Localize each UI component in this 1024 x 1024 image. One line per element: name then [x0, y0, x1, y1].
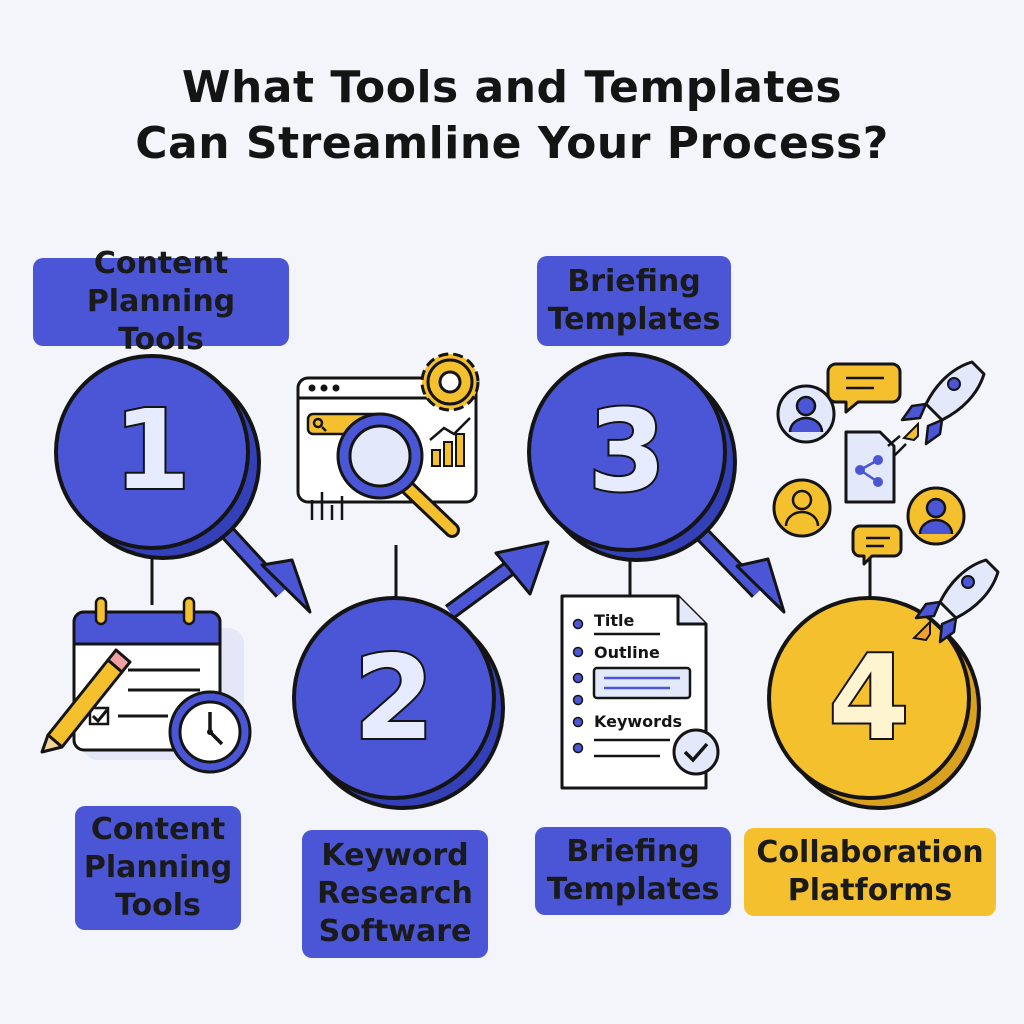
magnifier-icon: [336, 412, 460, 538]
page-title: What Tools and Templates Can Streamline …: [0, 60, 1024, 172]
top-label-briefing-line1: Briefing: [567, 264, 701, 299]
chat-bubble-icon-bottom: [851, 524, 903, 566]
user-avatar-icon-1: [776, 384, 836, 444]
rocket-icon-bottom: [911, 558, 1000, 644]
top-label-content-planning: Content Planning Tools: [33, 246, 289, 357]
check-circle-icon: [672, 728, 720, 776]
step-1-label-line1: Content: [90, 812, 226, 847]
step-4-circle: 4: [767, 596, 981, 810]
pencil-icon: [40, 648, 132, 754]
title-line-2: Can Streamline Your Process?: [135, 118, 889, 169]
step-1-label-line2: Planning: [83, 850, 233, 885]
step-3-circle: 3: [527, 352, 737, 562]
top-label-briefing-templates: Briefing Templates: [537, 256, 731, 346]
step-3-label-line2: Templates: [546, 872, 720, 907]
brief-line-title: Title: [594, 611, 635, 630]
step-2-label-line2: Research: [317, 876, 473, 911]
arrow-1-to-2: [218, 524, 312, 614]
brief-line-outline: Outline: [594, 643, 660, 662]
step-2-label-line3: Software: [318, 914, 472, 949]
user-avatar-icon-3: [906, 486, 966, 546]
chat-bubble-icon-top: [826, 362, 902, 414]
top-label-content-planning-line2: Planning Tools: [86, 284, 236, 357]
step-3-number: 3: [588, 387, 666, 517]
step-4-number: 4: [829, 631, 910, 766]
step-2-number: 2: [354, 631, 435, 766]
step-4-label: Collaboration Platforms: [744, 828, 996, 916]
gear-icon: [420, 352, 480, 412]
user-avatar-icon-2: [772, 478, 832, 538]
top-label-content-planning-line1: Content: [93, 246, 229, 281]
clock-icon: [168, 690, 252, 774]
step-4-label-line2: Platforms: [787, 873, 953, 908]
step-2-label: Keyword Research Software: [302, 830, 488, 958]
step-2-circle: 2: [292, 596, 505, 810]
step-3-label-line1: Briefing: [566, 834, 700, 869]
step-1-label-line3: Tools: [115, 888, 201, 923]
brief-document-icon: Title Outline Keywords: [560, 594, 708, 790]
bar-chart-icon: [310, 417, 471, 520]
step-2-label-line1: Keyword: [321, 838, 469, 873]
step-1-label: Content Planning Tools: [75, 806, 241, 930]
step-1-circle: 1: [54, 354, 261, 560]
top-label-briefing-line2: Templates: [547, 302, 721, 337]
shared-document-icon: [844, 430, 896, 504]
step-4-label-line1: Collaboration: [756, 835, 984, 870]
title-line-1: What Tools and Templates: [181, 62, 843, 113]
step-3-label: Briefing Templates: [535, 827, 731, 915]
brief-line-keywords: Keywords: [594, 712, 682, 731]
step-1-number: 1: [114, 386, 191, 514]
arrow-2-to-3: [444, 540, 550, 619]
arrow-3-to-4: [693, 526, 786, 614]
rocket-icon-top: [887, 360, 986, 457]
